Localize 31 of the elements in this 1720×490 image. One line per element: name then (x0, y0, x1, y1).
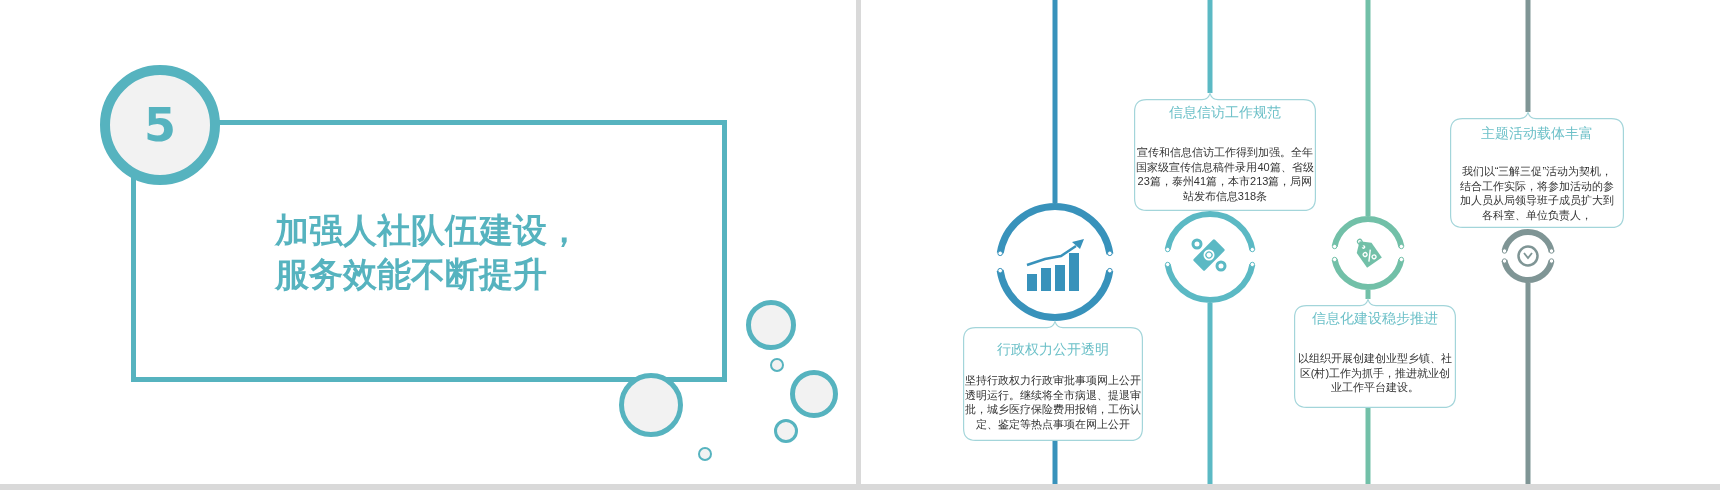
callout-text: 坚持行政权力行政审批事项网上公开透明运行。继续将全市病退、提退审批，城乡医疗保险费用报销，工伤认定、鉴定等热点事项在网上公开 (964, 373, 1142, 431)
timeline-line (1525, 0, 1531, 112)
icon-ring (1501, 229, 1555, 283)
timeline-line (1207, 0, 1213, 93)
section-number: 5 (144, 100, 176, 150)
bubble-circle (746, 300, 796, 350)
section-title: 加强人社队伍建设，服务效能不断提升 (275, 209, 582, 296)
callout-text: 我们以“三解三促”活动为契机，结合工作实际，将参加活动的参加人员从局领导班子成员扩大到各科室、单位负责人， (1459, 164, 1615, 222)
callout-box (963, 321, 1143, 441)
timeline-line (1052, 441, 1058, 484)
timeline-line (1052, 0, 1058, 203)
bubble-circle (770, 358, 784, 372)
icon-ring (996, 203, 1114, 321)
timeline-line (1365, 408, 1371, 484)
bubble-circle (619, 373, 683, 437)
callout-box (1294, 299, 1456, 408)
callout-text: 宣传和信息信访工作得到加强。全年国家级宣传信息稿件录用40篇、省级23篇，泰州41篇，本市213篇，局网站发布信息318条 (1136, 145, 1314, 203)
callout-title: 行政权力公开透明 (997, 340, 1109, 358)
bubble-circle (698, 447, 712, 461)
bubble-circle (790, 370, 838, 418)
callout-box (1134, 93, 1316, 211)
callout-title: 信息化建设稳步推进 (1312, 309, 1438, 327)
callout-title: 信息信访工作规范 (1169, 103, 1281, 121)
callout-title: 主题活动载体丰富 (1481, 124, 1593, 142)
timeline-line (1365, 290, 1371, 299)
callout-text: 以组织开展创建创业型乡镇、社区(村)工作为抓手，推进就业创业工作平台建设。 (1297, 351, 1453, 395)
timeline-line (1207, 303, 1213, 484)
timeline-line (1525, 283, 1531, 484)
callout-box (1450, 112, 1624, 228)
bubble-circle (774, 419, 798, 443)
timeline-line (1365, 0, 1371, 216)
